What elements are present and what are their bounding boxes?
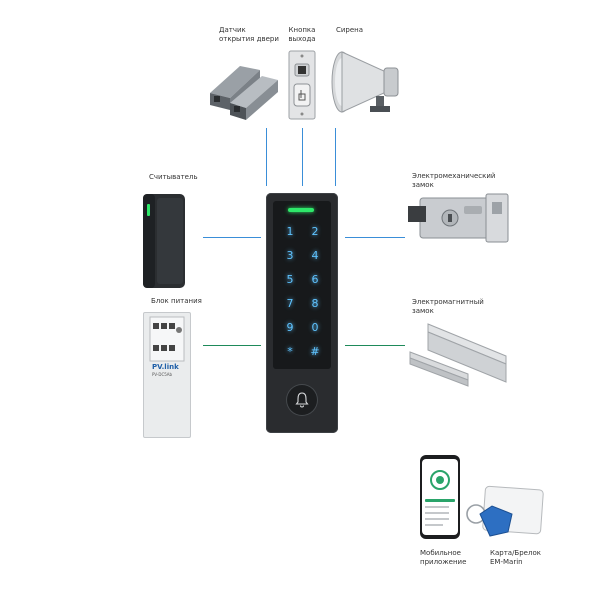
siren-label: Сирена xyxy=(336,26,364,34)
electromech-lock-image xyxy=(408,193,509,243)
keypad-key-9[interactable]: 9 xyxy=(286,321,294,334)
electromag-lock-image xyxy=(409,323,507,387)
keypad-key-8[interactable]: 8 xyxy=(311,297,319,310)
power-supply-image: PV.link PV-DC5Ab xyxy=(143,312,191,438)
keypad-key-star[interactable]: * xyxy=(287,345,293,358)
access-controller: 1 2 3 4 5 6 7 8 9 0 * # xyxy=(266,193,338,433)
power-supply-connector xyxy=(203,345,261,346)
keypad: 1 2 3 4 5 6 7 8 9 0 * # xyxy=(276,223,328,363)
electromech-lock-connector xyxy=(345,237,405,238)
keypad-key-1[interactable]: 1 xyxy=(286,225,294,238)
mobile-app-label: Мобильное приложение xyxy=(420,549,467,566)
siren-image xyxy=(331,51,399,113)
card-fob-label: Карта/Брелок EM-Marin xyxy=(490,549,541,566)
door-sensor-label: Датчик открытия двери xyxy=(219,26,279,43)
keypad-key-0[interactable]: 0 xyxy=(311,321,319,334)
bell-icon xyxy=(295,392,309,408)
keypad-key-3[interactable]: 3 xyxy=(286,249,294,262)
power-supply-label: Блок питания xyxy=(151,297,202,305)
keypad-key-hash[interactable]: # xyxy=(310,345,320,358)
reader-connector xyxy=(203,237,261,238)
status-indicator xyxy=(288,208,314,212)
controller-screen xyxy=(273,201,331,369)
card-fob-image xyxy=(466,485,544,537)
keypad-key-2[interactable]: 2 xyxy=(311,225,319,238)
door-sensor-image xyxy=(210,66,278,120)
reader-label: Считыватель xyxy=(149,173,198,181)
electromech-lock-label: Электромеханический замок xyxy=(412,172,496,189)
exit-button-label: Кнопка выхода xyxy=(288,26,316,43)
keypad-key-6[interactable]: 6 xyxy=(311,273,319,286)
exit-button-image xyxy=(288,50,316,120)
door-sensor-connector xyxy=(266,128,267,186)
keypad-key-4[interactable]: 4 xyxy=(311,249,319,262)
keypad-key-5[interactable]: 5 xyxy=(286,273,294,286)
reader-image xyxy=(143,194,185,288)
electromag-lock-label: Электромагнитный замок xyxy=(412,298,484,315)
exit-button-connector xyxy=(302,128,303,186)
power-supply-model: PV-DC5Ab xyxy=(152,372,173,377)
bell-button[interactable] xyxy=(287,385,317,415)
keypad-key-7[interactable]: 7 xyxy=(286,297,294,310)
power-supply-brand: PV.link xyxy=(152,363,179,371)
siren-connector xyxy=(335,128,336,186)
mobile-phone-image xyxy=(420,455,460,539)
terminal-block-icon xyxy=(149,316,185,362)
electromag-lock-connector xyxy=(345,345,405,346)
